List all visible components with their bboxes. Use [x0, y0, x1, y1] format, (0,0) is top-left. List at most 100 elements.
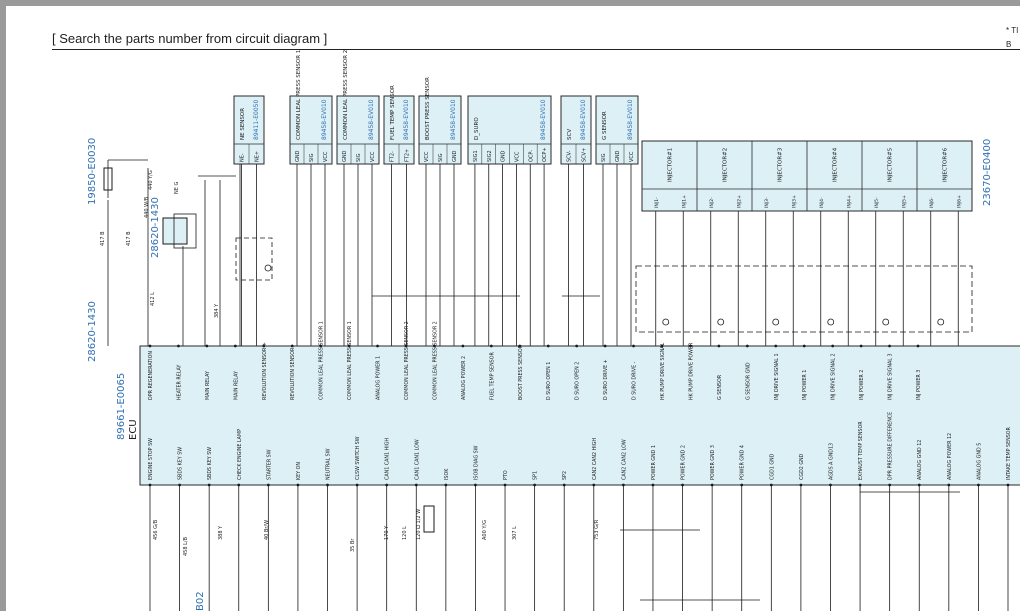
sensor-pin-label: VCC	[514, 151, 520, 162]
sensor-name: COMMON LEAL PRESS SENSOR 2	[343, 50, 349, 140]
header-note-line-1: * TI	[1006, 26, 1019, 35]
ecu-bottom-signal: ENGINE STOP SW	[148, 438, 154, 480]
ecu-pin-dot	[651, 483, 655, 487]
wire-label: 120 L	[402, 526, 408, 540]
ecu-bottom-signal: ISOK	[444, 468, 450, 480]
injector-pin-label: INJ6-	[929, 197, 935, 208]
wire-label: 384 Y	[214, 303, 220, 318]
ecu-top-signal: G SENSOR GND	[745, 362, 751, 400]
sensor-part-number: 89458-EV010	[403, 99, 410, 140]
heater-relay-part-number-2[interactable]: 28620-1430	[150, 197, 161, 258]
ecu-pin-dot	[831, 344, 835, 348]
ecu-top-signal: D SURO OPEN 2	[575, 362, 581, 400]
ecu-part-number[interactable]: 89661-E0065	[116, 373, 127, 440]
wire-label: 458 L/B	[183, 536, 189, 556]
wire-label: 417 B	[100, 231, 106, 246]
sensor-pin-label: OCP-	[528, 150, 534, 162]
sensor-pin-label: SIG	[309, 153, 315, 162]
ecu-bottom-signal: POWER GND 2	[681, 445, 687, 480]
sensor-pin-label: GND	[501, 150, 507, 162]
injector-label: INJECTOR#4	[833, 147, 839, 182]
heater-relay-part-number[interactable]: 28620-1430	[87, 301, 98, 362]
sensor-pin-label: SIG	[601, 153, 607, 162]
ecu-top-signal: INJ DRIVE SIGNAL 1	[774, 353, 780, 400]
sensor-pin-label: FT2-	[390, 151, 396, 162]
injector-pin-label: INJ3-	[764, 197, 770, 208]
injector-coil-icon	[827, 318, 835, 326]
sensor-pin-label: SIG	[356, 153, 362, 162]
ecu-top-signal: HK PUMP DRIVE SIGNAL	[660, 342, 666, 400]
ecu-pin-dot	[262, 344, 266, 348]
sensor-box[interactable]	[595, 95, 639, 165]
ecu-pin-dot	[433, 344, 436, 348]
bottom-part-number[interactable]: B02	[195, 591, 206, 611]
injector-coil-icon	[717, 318, 725, 326]
ecu-pin-dot	[414, 483, 418, 487]
sensor-box[interactable]	[289, 95, 333, 165]
ecu-box[interactable]	[139, 345, 1020, 486]
resistor-label: 120 Ω 1/2 W	[416, 509, 422, 540]
injector-part-number[interactable]: 23670-E0400	[982, 139, 993, 206]
ecu-bottom-signal: CAN1 CAN1 HIGH	[385, 438, 391, 480]
sensor-pin-label: SCV+	[582, 148, 588, 162]
sensor-name: COMMON LEAL PRESS SENSOR 1	[296, 50, 302, 140]
ecu-pin-dot	[177, 344, 180, 348]
ecu-pin-dot	[205, 344, 209, 348]
ecu-pin-dot	[290, 344, 294, 348]
sensor-box[interactable]	[336, 95, 380, 165]
wire-label: 456 G/B	[153, 519, 159, 540]
ecu-pin-dot	[474, 483, 477, 487]
sensor-part-number: 89458-EV010	[580, 99, 587, 140]
ecu-top-signal: MAIN RELAY	[233, 371, 239, 400]
sensor-box[interactable]	[418, 95, 462, 165]
ecu-pin-dot	[518, 344, 522, 348]
ecu-bottom-signal: INTAKE TEMP SENSOR	[1006, 426, 1012, 480]
sensor-part-number: 89458-EV010	[368, 99, 375, 140]
ecu-pin-dot	[717, 344, 721, 348]
ecu-bottom-signal: CGD2 GND	[799, 453, 805, 480]
ecu-pin-dot	[207, 483, 211, 487]
sensor-pin-label: SIG2	[487, 150, 493, 162]
ecu-top-signal: D SURO DRIVE +	[603, 359, 609, 400]
ecu-top-signal: INJ POWER 2	[859, 370, 865, 400]
sensor-pin-label: SIG	[438, 153, 444, 162]
ecu-bottom-signal: AGDS A GND13	[828, 443, 834, 480]
wire-label: 170 Y	[384, 525, 390, 540]
ecu-bottom-signal: NEUTRAL SW	[326, 448, 332, 480]
ecu-pin-dot	[148, 483, 152, 487]
ne-sensor-shield	[235, 237, 273, 281]
ecu-bottom-signal: PTO	[503, 470, 509, 480]
ecu-pin-dot	[385, 483, 389, 487]
wire-label: A00 Y/G	[482, 520, 488, 540]
ecu-pin-dot	[603, 344, 607, 348]
fuse-part-number[interactable]: 19850-E0030	[87, 138, 98, 205]
injector-pin-label: INJ1+	[681, 195, 687, 208]
ecu-bottom-signal: EXHAUST TEMP SENSOR	[858, 421, 864, 480]
header-note: * TI B	[1006, 24, 1018, 52]
sensor-pin-label: VCC	[629, 151, 635, 162]
sensor-pin-label: VCC	[424, 151, 430, 162]
ecu-pin-dot	[533, 483, 537, 487]
ecu-pin-dot	[745, 344, 749, 348]
injector-label: INJECTOR#6	[943, 147, 949, 182]
ecu-top-signal: COMMON LEAL PRESS SENSOR 1	[319, 321, 325, 400]
ecu-pin-dot	[347, 344, 351, 348]
injector-coil-icon	[662, 318, 670, 326]
sensor-pin-label: VCC	[370, 151, 376, 162]
ecu-pin-dot	[621, 483, 625, 487]
sensor-part-number: 89458-EV010	[321, 99, 328, 140]
ecu-bottom-signal: POWER GND 1	[651, 445, 657, 480]
injector-coil-icon	[772, 318, 780, 326]
ecu-pin-dot	[660, 344, 664, 348]
ecu-bottom-signal: ANALOG GND 5	[976, 443, 982, 480]
